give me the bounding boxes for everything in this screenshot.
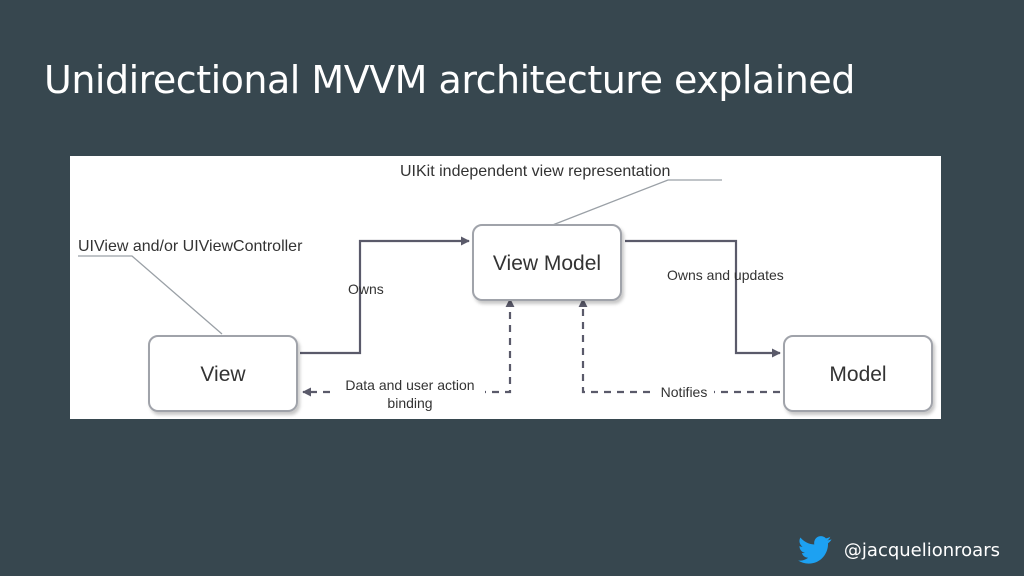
view-node-label: View (200, 363, 246, 386)
binding-label-line2: binding (387, 395, 432, 411)
twitter-handle: @jacquelionroars (843, 539, 1000, 561)
binding-edge (302, 298, 515, 397)
notifies-label: Notifies (661, 384, 708, 400)
slide-footer: @jacquelionroars (797, 536, 1000, 564)
view-node (148, 335, 298, 412)
slide-title: Unidirectional MVVM architecture explain… (44, 58, 855, 102)
binding-label-backdrop (333, 374, 485, 412)
view-note-label: UIView and/or UIViewController (78, 238, 303, 255)
notifies-label-backdrop (654, 382, 714, 400)
view-model-node-label: View Model (493, 252, 601, 275)
view-model-node (472, 224, 622, 301)
view-model-note-label: UIKit independent view representation (400, 163, 670, 180)
owns-and-updates-edge (625, 239, 781, 358)
model-node (783, 335, 933, 412)
view-note-leader (78, 255, 223, 335)
model-node-label: Model (829, 363, 886, 386)
view-model-note-leader (549, 179, 722, 227)
owns-label: Owns (348, 281, 384, 297)
owns-and-updates-label: Owns and updates (667, 267, 784, 283)
notifies-edge (578, 298, 780, 394)
owns-edge (300, 236, 470, 355)
twitter-bird-icon (797, 536, 832, 564)
mvvm-diagram: View View Model Model UIView and/or UIVi… (70, 156, 941, 419)
binding-label-line1: Data and user action (345, 377, 474, 393)
